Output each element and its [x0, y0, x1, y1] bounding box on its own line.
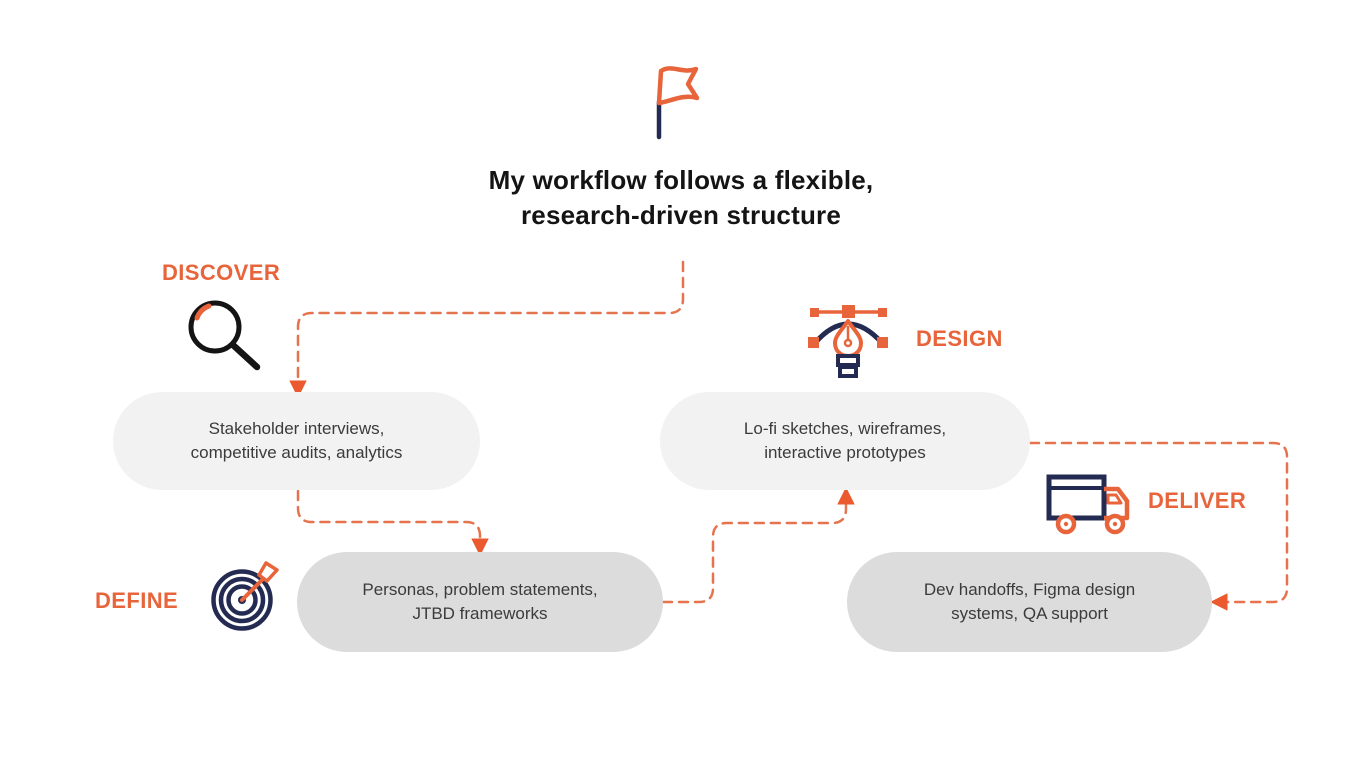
card-deliver-line2: systems, QA support: [951, 604, 1108, 623]
magnifier-icon: [188, 300, 261, 371]
card-discover: Stakeholder interviews, competitive audi…: [113, 392, 480, 490]
card-discover-text: Stakeholder interviews, competitive audi…: [191, 417, 403, 465]
card-design-line1: Lo-fi sketches, wireframes,: [743, 419, 947, 438]
card-define-line2: JTBD frameworks: [412, 604, 548, 623]
truck-icon: [1046, 474, 1130, 535]
connector-define-to-design: [661, 487, 855, 604]
page-title: My workflow follows a flexible, research…: [381, 163, 981, 233]
card-deliver-text: Dev handoffs, Figma design systems, QA s…: [924, 578, 1135, 626]
flag-icon: [656, 66, 700, 140]
card-discover-line1: Stakeholder interviews,: [208, 419, 385, 438]
stage-label-design: DESIGN: [916, 326, 1003, 351]
page-title-line1: My workflow follows a flexible,: [488, 165, 874, 195]
card-design-text: Lo-fi sketches, wireframes, interactive …: [744, 417, 946, 465]
connector-title-to-discover: [289, 260, 685, 398]
target-icon: [211, 561, 279, 631]
card-define: Personas, problem statements, JTBD frame…: [297, 552, 663, 652]
card-discover-line2: competitive audits, analytics: [190, 443, 403, 462]
stage-label-discover: DISCOVER: [162, 260, 281, 285]
stage-label-define: DEFINE: [95, 588, 179, 613]
pen-tool-icon: [808, 305, 888, 378]
card-design-line2: interactive prototypes: [764, 443, 926, 462]
card-deliver: Dev handoffs, Figma design systems, QA s…: [847, 552, 1212, 652]
card-define-text: Personas, problem statements, JTBD frame…: [362, 578, 597, 626]
stage-label-deliver: DELIVER: [1148, 488, 1247, 513]
card-design: Lo-fi sketches, wireframes, interactive …: [660, 392, 1030, 490]
page-title-line2: research-driven structure: [520, 200, 842, 230]
card-deliver-line1: Dev handoffs, Figma design: [923, 580, 1136, 599]
connector-discover-to-define: [296, 489, 489, 556]
connector-design-to-deliver: [1028, 441, 1289, 611]
card-define-line1: Personas, problem statements,: [362, 580, 598, 599]
